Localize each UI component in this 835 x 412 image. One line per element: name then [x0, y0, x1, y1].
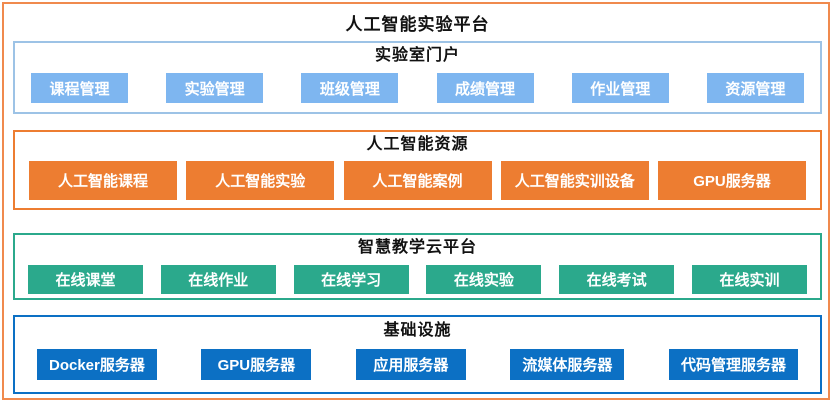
ai-resources-items-row: 人工智能课程 人工智能实验 人工智能案例 人工智能实训设备 GPU服务器	[29, 161, 806, 200]
portal-item: 作业管理	[571, 73, 669, 103]
section-title-lab-portal: 实验室门户	[374, 47, 460, 64]
infra-item: 流媒体服务器	[510, 349, 625, 380]
cloud-items-row: 在线课堂 在线作业 在线学习 在线实验 在线考试 在线实训	[28, 265, 807, 294]
cloud-item: 在线考试	[559, 265, 675, 294]
section-smart-teaching-cloud: 智慧教学云平台 在线课堂 在线作业 在线学习 在线实验 在线考试 在线实训	[13, 233, 822, 300]
ai-resource-item: 人工智能课程	[29, 161, 177, 200]
portal-item: 成绩管理	[436, 73, 534, 103]
section-lab-portal: 实验室门户 课程管理 实验管理 班级管理 成绩管理 作业管理 资源管理	[13, 41, 822, 114]
cloud-item: 在线作业	[160, 265, 276, 294]
ai-resource-item: 人工智能实验	[186, 161, 335, 200]
infra-item: Docker服务器	[37, 349, 157, 380]
portal-item: 课程管理	[31, 73, 128, 103]
ai-resource-item: 人工智能案例	[343, 161, 492, 200]
ai-resource-item: GPU服务器	[658, 161, 806, 200]
portal-item: 实验管理	[166, 73, 264, 103]
portal-item: 班级管理	[301, 73, 399, 103]
infrastructure-items-row: Docker服务器 GPU服务器 应用服务器 流媒体服务器 代码管理服务器	[37, 349, 798, 380]
cloud-item: 在线实训	[691, 265, 807, 294]
infra-item: 代码管理服务器	[668, 349, 798, 380]
infra-item: GPU服务器	[201, 349, 312, 380]
cloud-item: 在线学习	[293, 265, 409, 294]
section-ai-resources: 人工智能资源 人工智能课程 人工智能实验 人工智能案例 人工智能实训设备 GPU…	[13, 130, 822, 210]
ai-resource-item: 人工智能实训设备	[500, 161, 649, 200]
page-title: 人工智能实验平台	[345, 15, 490, 34]
section-title-smart-teaching-cloud: 智慧教学云平台	[357, 239, 477, 256]
lab-portal-items-row: 课程管理 实验管理 班级管理 成绩管理 作业管理 资源管理	[31, 73, 804, 103]
portal-item: 资源管理	[706, 73, 804, 103]
section-infrastructure: 基础设施 Docker服务器 GPU服务器 应用服务器 流媒体服务器 代码管理服…	[13, 315, 822, 394]
section-title-ai-resources: 人工智能资源	[366, 136, 469, 153]
cloud-item: 在线课堂	[28, 265, 143, 294]
section-title-infrastructure: 基础设施	[383, 322, 452, 339]
infra-item: 应用服务器	[355, 349, 466, 380]
cloud-item: 在线实验	[426, 265, 542, 294]
